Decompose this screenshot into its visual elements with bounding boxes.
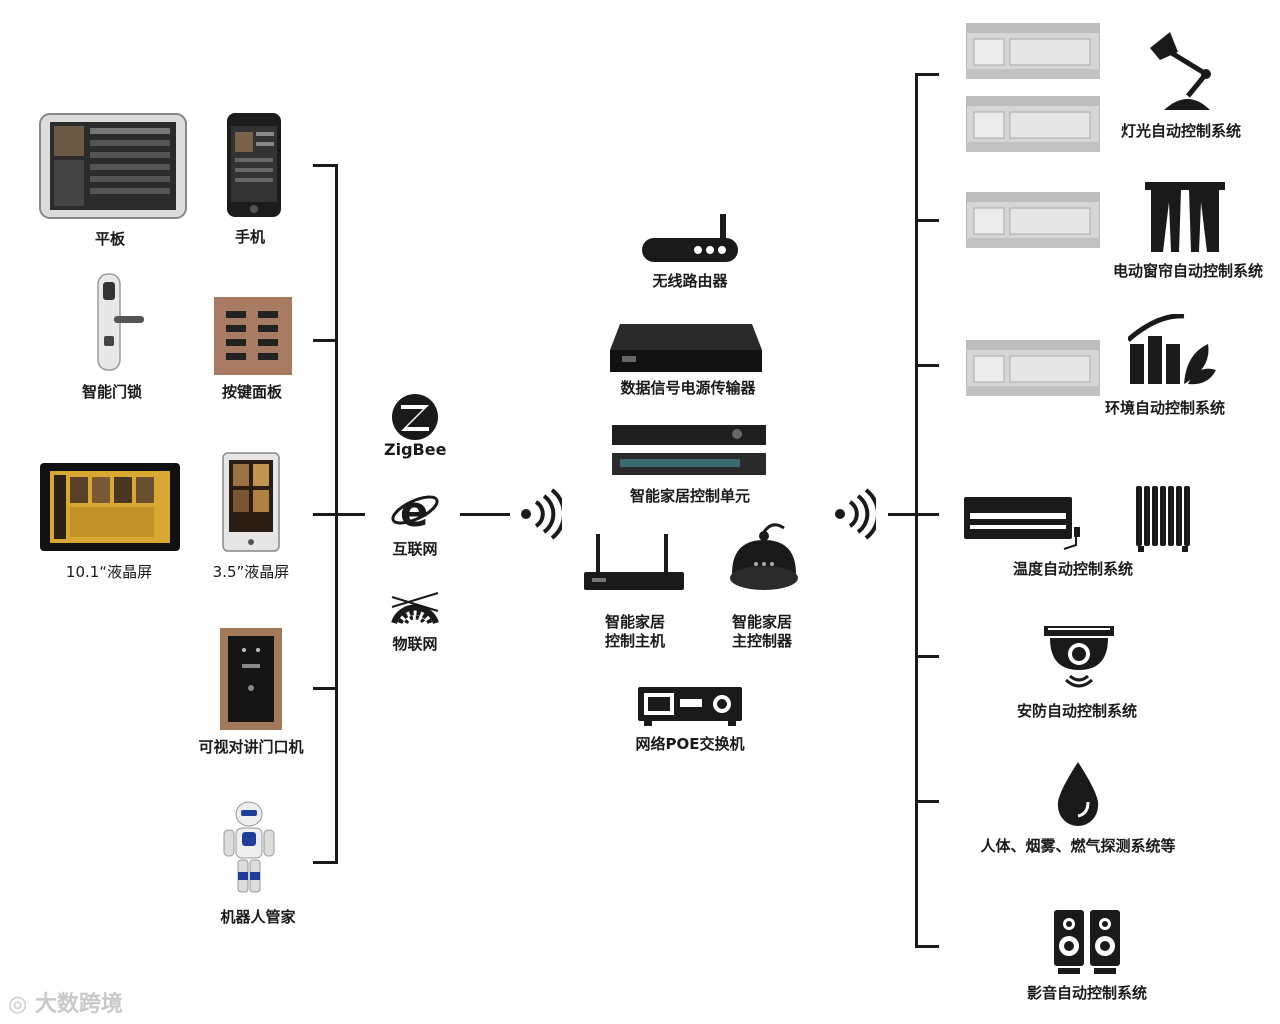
left-bracket-tick (313, 339, 337, 342)
wifi-icon (832, 488, 876, 540)
left-bracket-link (337, 513, 365, 516)
host-label-line1: 智能家居 (604, 613, 665, 631)
right-bracket-tick (915, 513, 939, 516)
small-lcd-icon (222, 452, 280, 552)
right-bracket-tick (915, 364, 939, 367)
internet-label: 互联网 (392, 540, 438, 558)
right-bracket-tick (915, 800, 939, 803)
relay-module-icon (966, 96, 1100, 152)
tablet-label: 平板 (94, 230, 125, 248)
air-conditioner-icon (964, 497, 1084, 551)
zigbee-icon (391, 393, 439, 441)
tablet-icon (38, 112, 188, 220)
intercom-label: 可视对讲门口机 (198, 738, 304, 756)
poe-switch-icon (638, 687, 742, 727)
lighting-system-label: 灯光自动控制系统 (1120, 122, 1241, 140)
svg-text:e: e (400, 487, 429, 534)
detection-system-label: 人体、烟雾、燃气探测系统等 (980, 837, 1176, 855)
host-label-line2: 控制主机 (604, 632, 665, 650)
control-unit-label: 智能家居控制单元 (629, 487, 750, 505)
drop-icon (1054, 760, 1102, 828)
temperature-system-label: 温度自动控制系统 (1012, 560, 1133, 578)
plant-icon (1128, 314, 1218, 386)
right-bracket-vertical (915, 73, 918, 948)
lcd-screen-icon (40, 463, 180, 551)
control-unit-icon (612, 425, 766, 477)
lcd-10-label: 10.1“液晶屏 (65, 563, 153, 581)
key-panel-icon (214, 297, 292, 375)
protocol-link (460, 513, 510, 516)
camera-icon (1044, 626, 1114, 690)
transmitter-label: 数据信号电源传输器 (620, 379, 756, 397)
ie-icon: e (390, 486, 440, 534)
watermark-logo-icon: ◎ (8, 992, 35, 1017)
watermark: ◎ 大数跨境 (8, 986, 123, 1018)
watermark-text: 大数跨境 (34, 992, 123, 1017)
relay-module-icon (966, 192, 1100, 248)
security-system-label: 安防自动控制系统 (1016, 702, 1137, 720)
right-bracket-tick (915, 73, 939, 76)
wifi-icon (518, 488, 562, 540)
left-bracket-tick (313, 687, 337, 690)
environment-system-label: 环境自动控制系统 (1104, 399, 1225, 417)
intercom-icon (220, 628, 282, 730)
transmitter-icon (608, 322, 764, 374)
router-label: 无线路由器 (652, 272, 728, 290)
master-label-line1: 智能家居 (731, 613, 792, 631)
iot-icon (390, 583, 440, 627)
audio-system-label: 影音自动控制系统 (1026, 984, 1147, 1002)
iot-label: 物联网 (392, 635, 438, 653)
right-bracket-link (888, 513, 916, 516)
lamp-icon (1148, 30, 1218, 112)
robot-label: 机器人管家 (220, 908, 296, 926)
relay-module-icon (966, 340, 1100, 396)
phone-icon (226, 112, 282, 218)
left-bracket-tick (313, 861, 337, 864)
robot-icon (214, 800, 284, 900)
lcd-3-label: 3.5”液晶屏 (212, 563, 290, 581)
left-bracket-tick (313, 513, 337, 516)
phone-label: 手机 (234, 228, 265, 246)
radiator-icon (1136, 484, 1196, 554)
zigbee-label: ZigBee (384, 440, 447, 459)
door-lock-label: 智能门锁 (81, 383, 142, 401)
host-icon (584, 534, 686, 592)
curtain-icon (1145, 182, 1225, 254)
router-icon (640, 214, 740, 264)
key-panel-label: 按键面板 (221, 383, 282, 401)
curtain-system-label: 电动窗帘自动控制系统 (1112, 262, 1263, 280)
right-bracket-tick (915, 655, 939, 658)
door-lock-icon (94, 272, 146, 372)
left-bracket-tick (313, 164, 337, 167)
master-label-line2: 主控制器 (731, 632, 792, 650)
right-bracket-tick (915, 219, 939, 222)
right-bracket-tick (915, 945, 939, 948)
master-controller-icon (724, 514, 808, 598)
speaker-icon (1054, 910, 1122, 976)
relay-module-icon (966, 23, 1100, 79)
poe-switch-label: 网络POE交换机 (635, 735, 745, 753)
